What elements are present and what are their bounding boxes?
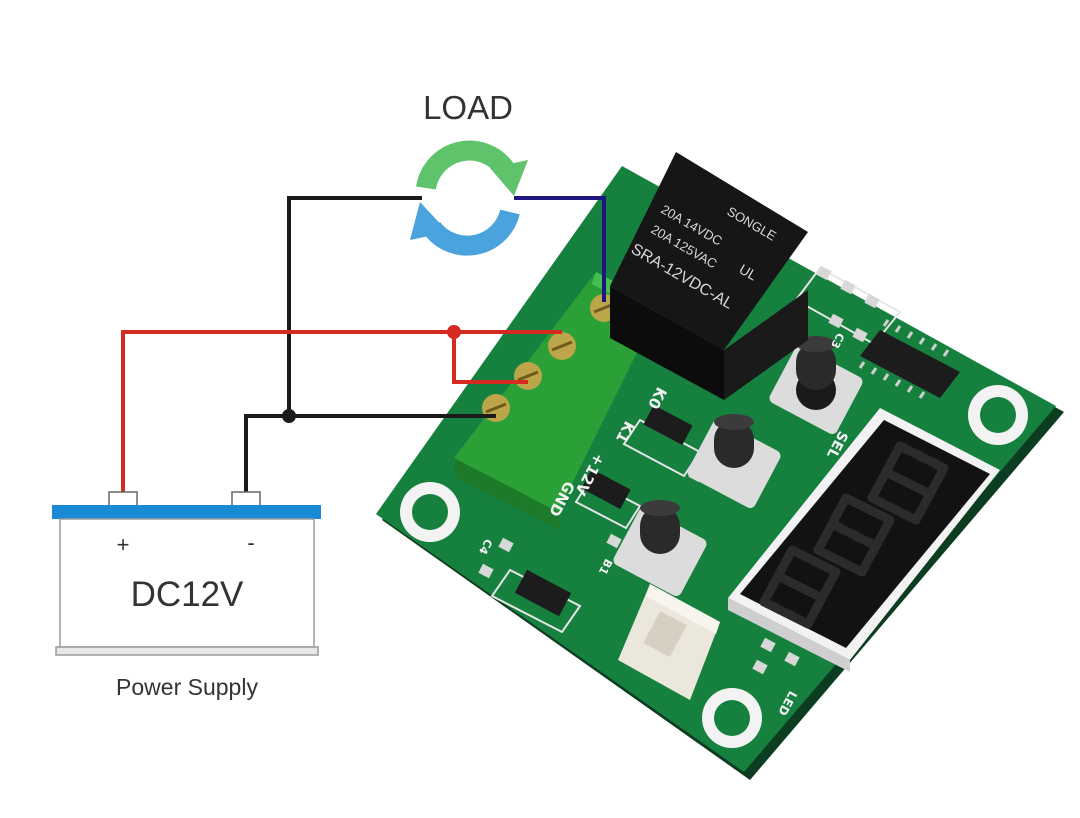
terminal-screw <box>548 332 576 360</box>
wire-load-k0 <box>514 196 606 302</box>
ic-chip <box>858 319 960 399</box>
load-label: LOAD <box>423 89 513 126</box>
push-button-top <box>769 336 863 434</box>
mounting-hole <box>968 385 1028 445</box>
battery-base <box>55 646 319 656</box>
push-button-middle <box>687 414 781 508</box>
battery-minus-sign: - <box>247 530 254 555</box>
push-button-bottom <box>613 500 707 596</box>
wire-junction-black <box>282 409 296 423</box>
power-supply-caption: Power Supply <box>116 674 258 700</box>
wire-gnd <box>244 414 289 496</box>
battery-plus-sign: + <box>117 532 130 557</box>
wire-junction-red <box>447 325 461 339</box>
wire-12v <box>121 330 562 496</box>
thermostat-board: SONGLE 20A 14VDC 20A 125VAC SRA-12VDC-AL… <box>376 152 1064 780</box>
battery-top-bar <box>52 505 321 519</box>
battery-terminal-minus <box>231 491 261 507</box>
seven-segment-display <box>728 408 1000 672</box>
wire-k1-jumper <box>452 332 528 384</box>
terminal-screw <box>514 362 542 390</box>
battery-terminal-plus <box>108 491 138 507</box>
wire-load-return <box>287 196 496 418</box>
power-supply: + - DC12V Power Supply <box>52 491 321 700</box>
sensor-connector <box>618 584 720 700</box>
mounting-hole <box>702 688 762 748</box>
relay-cert: UL <box>737 261 761 284</box>
power-supply-voltage: DC12V <box>131 575 244 614</box>
load-cycle-icon <box>410 140 528 256</box>
relay: SONGLE 20A 14VDC 20A 125VAC SRA-12VDC-AL… <box>610 152 808 400</box>
mounting-hole <box>400 482 460 542</box>
